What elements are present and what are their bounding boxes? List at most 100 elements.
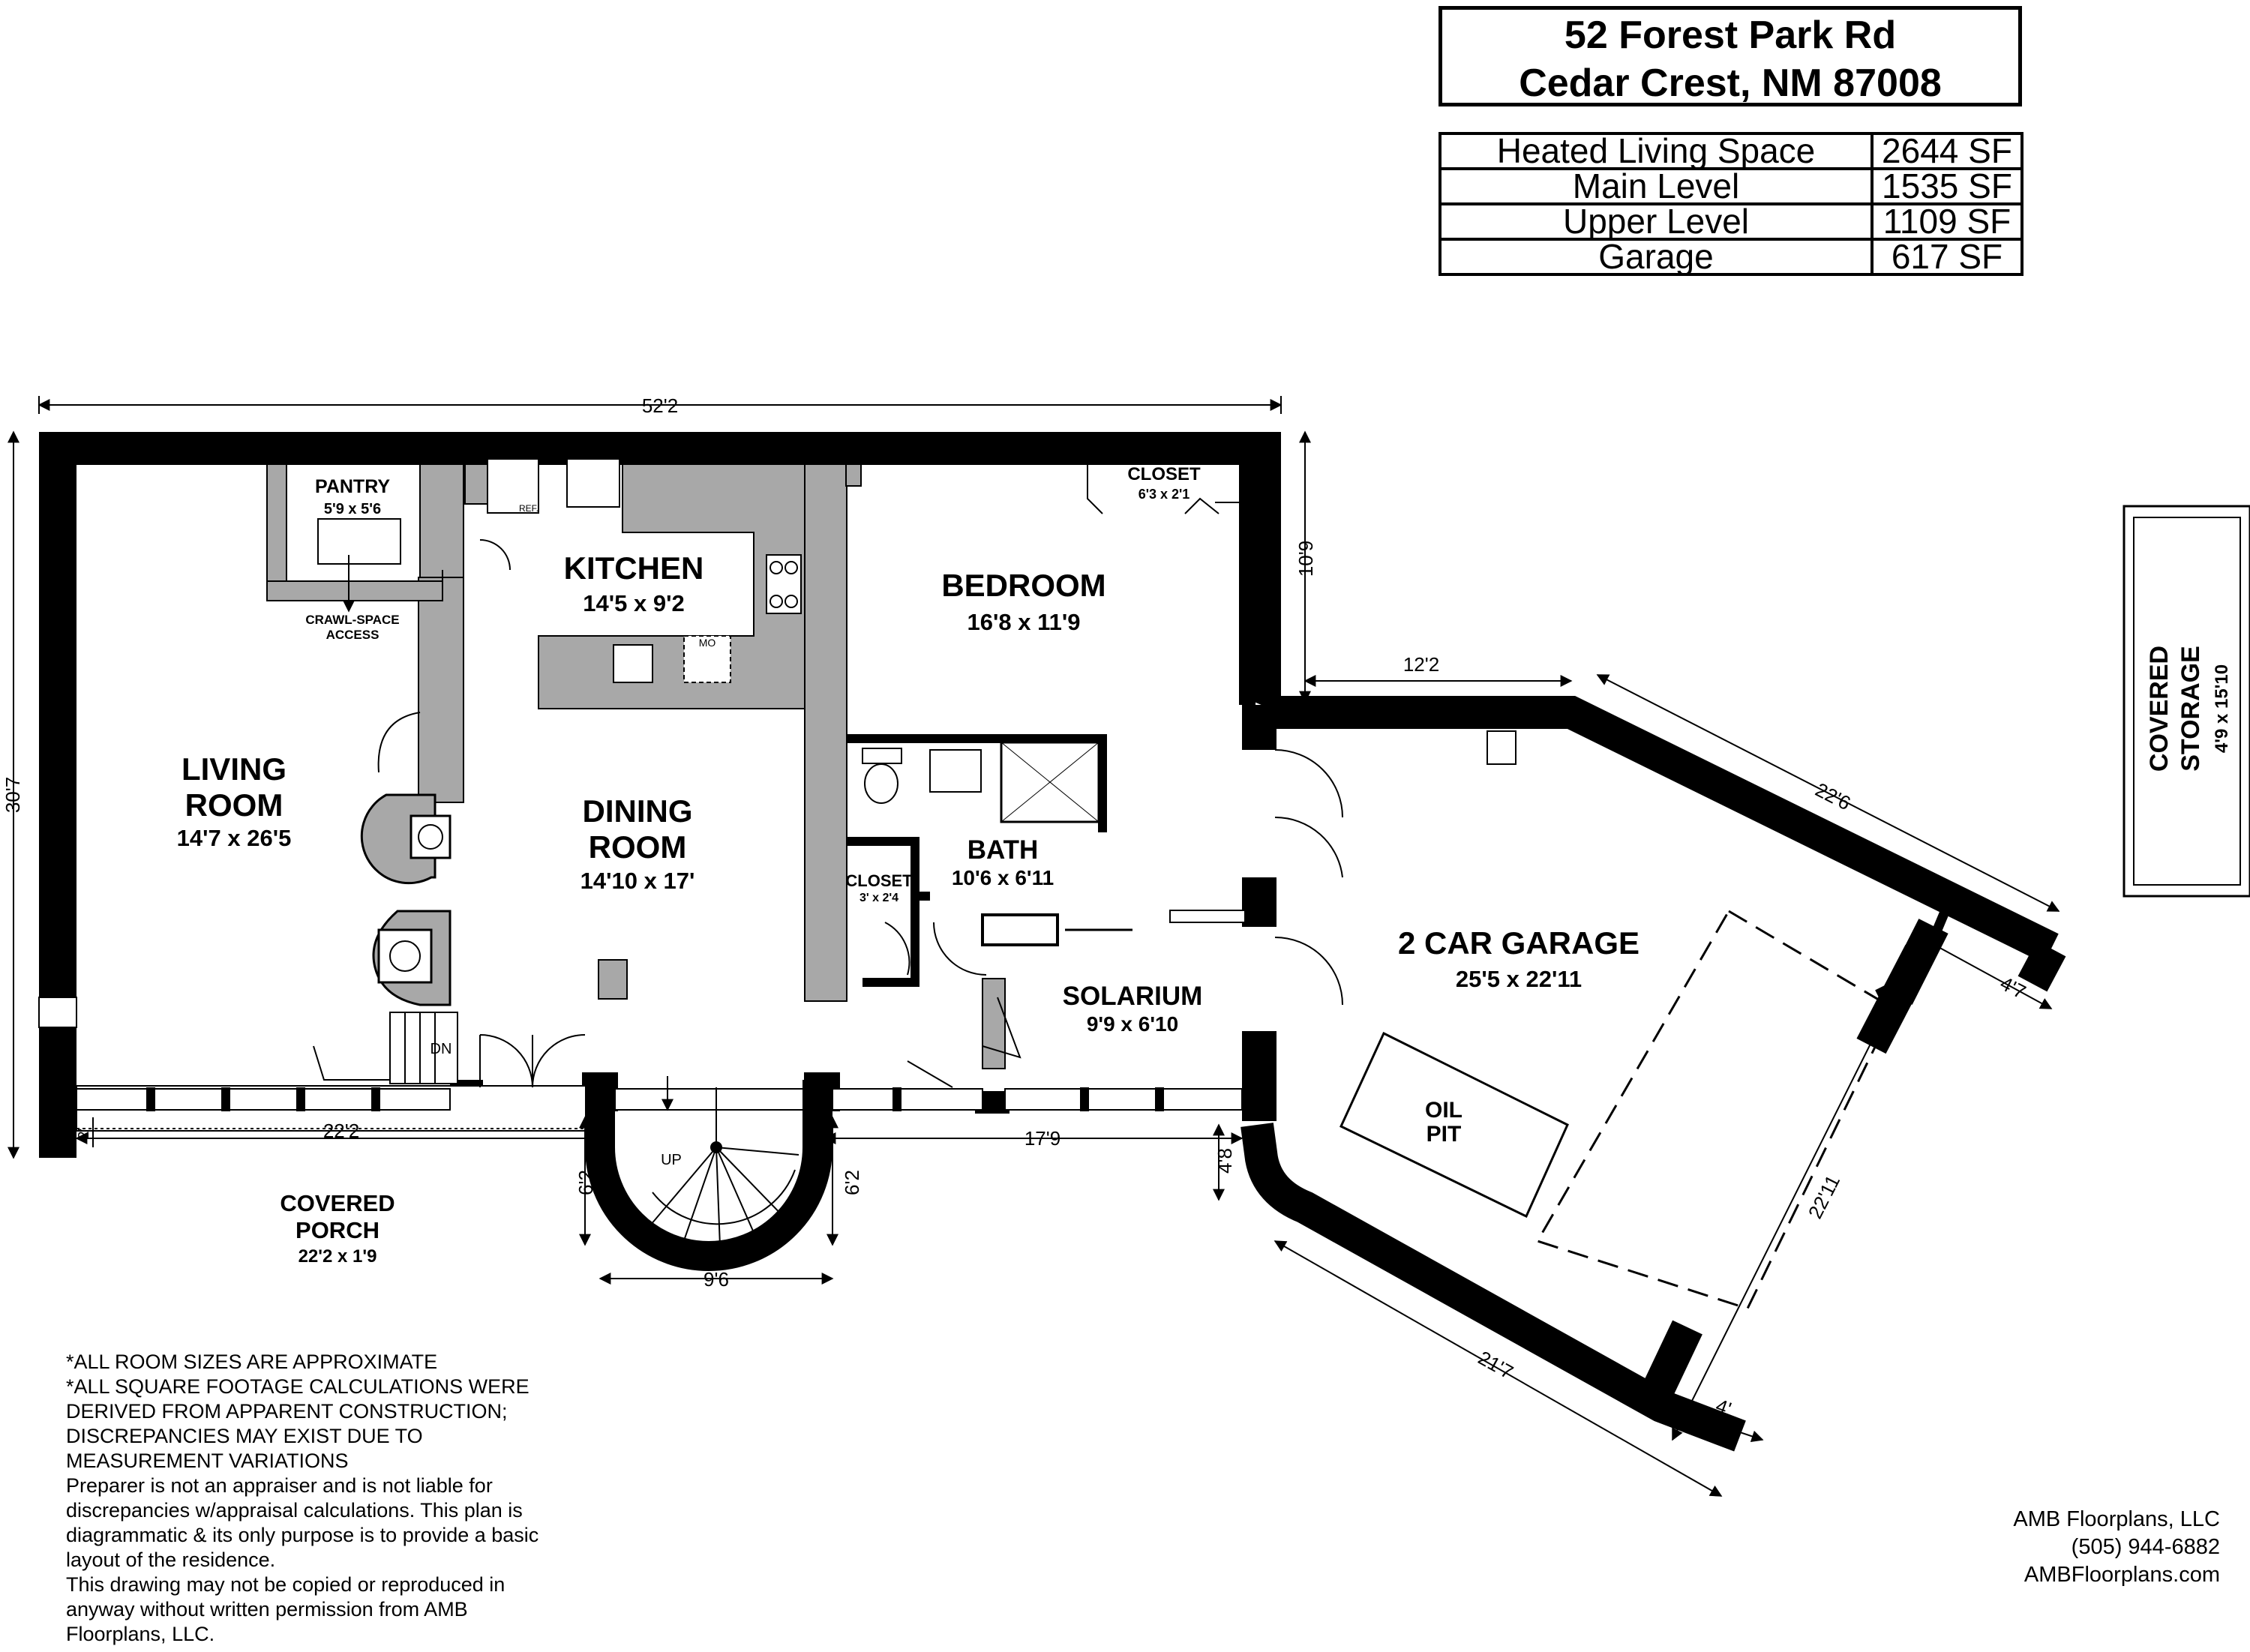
garage-bottom-wall xyxy=(1240,1123,1746,1452)
living-room-name-2: ROOM xyxy=(185,787,284,823)
living-room-name-1: LIVING xyxy=(182,751,286,787)
oil-pit-label-2: PIT xyxy=(1426,1122,1462,1147)
dim-overall-width: 52'2 xyxy=(642,394,678,417)
spiral-stair xyxy=(585,1080,832,1271)
bedroom-wall-stub xyxy=(1239,465,1256,705)
area-label: Main Level xyxy=(1438,167,1874,205)
dimension-lines xyxy=(8,396,2060,1497)
area-value: 2644 SF xyxy=(1870,132,2024,170)
dim-overall-depth: 30'7 xyxy=(2,777,24,813)
pantry-shelf xyxy=(317,518,401,565)
garage-size: 25'5 x 22'11 xyxy=(1456,966,1582,992)
toilet xyxy=(864,763,898,804)
area-label: Garage xyxy=(1438,238,1874,276)
dim-porch-width: 22'2 xyxy=(323,1120,359,1142)
dining-column xyxy=(598,959,628,1000)
dim-garage-bottom: 21'7 xyxy=(1474,1346,1517,1384)
cooktop xyxy=(766,554,802,614)
doors xyxy=(479,539,1343,1088)
mo-label: MO xyxy=(699,637,716,649)
company-website[interactable]: AMBFloorplans.com xyxy=(2024,1563,2220,1587)
bath-closet-name: CLOSET xyxy=(845,871,913,890)
bedroom-closet-name: CLOSET xyxy=(1127,464,1201,484)
bath-sink xyxy=(929,749,982,793)
dim-garage-top: 22'6 xyxy=(1812,778,1855,815)
dining-room-name-2: ROOM xyxy=(589,829,687,865)
crawl-space-label-2: ACCESS xyxy=(326,628,380,642)
storage-name-1: COVERED xyxy=(2145,646,2174,772)
kitchen-name: KITCHEN xyxy=(564,550,704,586)
crawl-space-label-1: CRAWL-SPACE xyxy=(305,613,399,627)
parking-dashed-area xyxy=(1535,909,1895,1310)
bedroom-closet-size: 6'3 x 2'1 xyxy=(1138,487,1190,502)
note-item: *ALL SQUARE FOOTAGE CALCULATIONS WERE DE… xyxy=(66,1375,530,1472)
note-item: This drawing may not be copied or reprod… xyxy=(66,1573,506,1645)
area-label: Upper Level xyxy=(1438,202,1874,241)
area-value: 1109 SF xyxy=(1870,202,2024,241)
dim-garage-offset: 12'2 xyxy=(1403,653,1439,676)
bedroom-size: 16'8 x 11'9 xyxy=(968,609,1081,635)
pantry-partition xyxy=(266,458,287,601)
garage-sink xyxy=(1486,730,1516,765)
front-windows xyxy=(76,1088,1243,1111)
garage-wall-arrow xyxy=(1252,688,1279,712)
pantry-bottom-partition xyxy=(266,580,443,601)
bath-name: BATH xyxy=(968,835,1039,865)
stair-dn-label: DN xyxy=(430,1041,452,1057)
pantry-size: 5'9 x 5'6 xyxy=(324,501,381,517)
microwave xyxy=(683,635,731,683)
kitchen-sink xyxy=(613,644,653,683)
company-name: AMB Floorplans, LLC xyxy=(2013,1507,2220,1531)
porch-name-1: COVERED xyxy=(280,1190,394,1216)
oil-pit xyxy=(1340,1031,1569,1219)
address-box: 52 Forest Park Rd Cedar Crest, NM 87008 xyxy=(1438,6,2022,106)
interior-partitions xyxy=(418,455,862,1002)
garage-lower-side-wall xyxy=(1639,1320,1702,1406)
solarium-name: SOLARIUM xyxy=(1063,982,1203,1011)
dining-room-size: 14'10 x 17' xyxy=(580,868,695,894)
note-item: Preparer is not an appraiser and is not … xyxy=(66,1474,539,1571)
refrigerator xyxy=(487,458,539,514)
address-line-2: Cedar Crest, NM 87008 xyxy=(1519,61,1942,105)
solarium-size: 9'9 x 6'10 xyxy=(1087,1012,1178,1036)
storage-size: 4'9 x 15'10 xyxy=(2212,664,2232,753)
oil-pit-label-1: OIL xyxy=(1425,1098,1462,1123)
storage-name-2: STORAGE xyxy=(2176,646,2205,772)
fireplace-lower xyxy=(372,910,452,1006)
dim-bedroom-right: 10'9 xyxy=(1294,541,1317,577)
dim-stair-left: 6'2 xyxy=(574,1170,597,1195)
bath-size: 10'6 x 6'11 xyxy=(952,866,1054,889)
fireplace-upper xyxy=(360,793,452,885)
living-room-size: 14'7 x 26'5 xyxy=(177,825,292,851)
kitchen-size: 14'5 x 9'2 xyxy=(583,590,684,616)
dim-porch-depth: 2' xyxy=(76,1129,92,1140)
garage-right-wall-lower xyxy=(1927,910,1949,946)
company-credit: AMB Floorplans, LLC (505) 944-6882 AMBFl… xyxy=(1890,1506,2220,1589)
kitchen-appliance xyxy=(566,458,620,508)
dining-room-name-1: DINING xyxy=(583,793,693,829)
dim-stair-width: 9'6 xyxy=(704,1268,729,1291)
covered-storage-box xyxy=(2122,505,2250,898)
bath-closet-size: 3' x 2'4 xyxy=(860,892,898,904)
note-item: *ALL ROOM SIZES ARE APPROXIMATE xyxy=(66,1351,438,1373)
porch-name-2: PORCH xyxy=(296,1217,380,1243)
garage-name: 2 CAR GARAGE xyxy=(1398,925,1640,961)
bedroom-name: BEDROOM xyxy=(941,568,1106,603)
area-label: Heated Living Space xyxy=(1438,132,1874,170)
dim-solarium-width: 17'9 xyxy=(1024,1127,1060,1150)
dim-stair-right: 6'2 xyxy=(841,1170,863,1195)
ref-label: REF. xyxy=(519,503,538,514)
disclaimer-notes: *ALL ROOM SIZES ARE APPROXIMATE *ALL SQU… xyxy=(66,1350,606,1647)
pantry-name: PANTRY xyxy=(315,476,390,497)
porch-size: 22'2 x 1'9 xyxy=(298,1246,377,1267)
dim-garage-corner: 4'8 xyxy=(1214,1148,1236,1174)
stair-up-label: UP xyxy=(661,1152,682,1168)
company-phone: (505) 944-6882 xyxy=(2071,1535,2220,1559)
area-value: 1535 SF xyxy=(1870,167,2024,205)
